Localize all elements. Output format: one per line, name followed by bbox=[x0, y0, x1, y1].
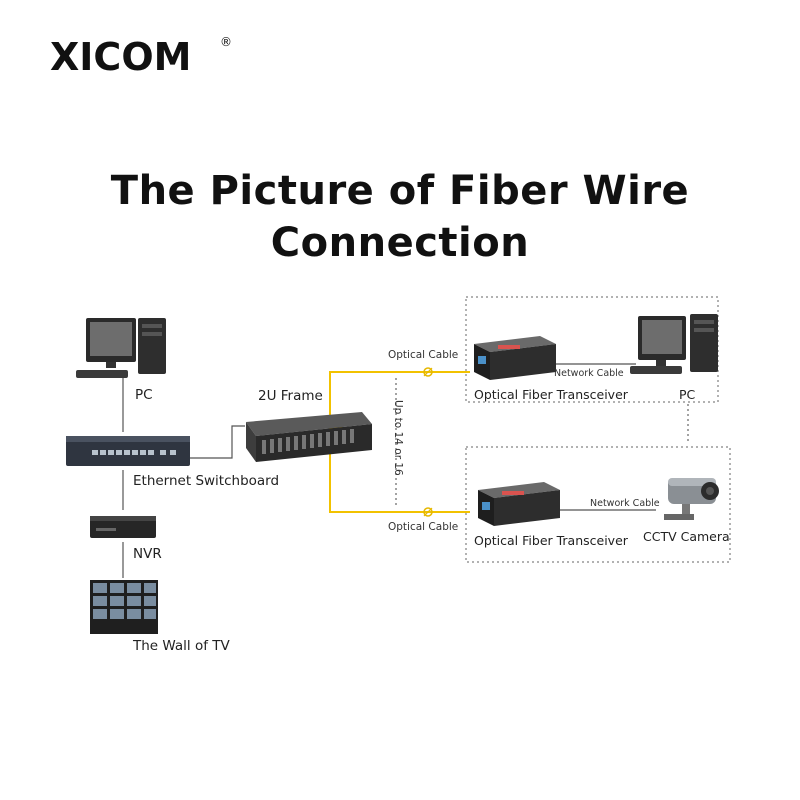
bottom-group-box bbox=[465, 446, 731, 563]
page-title-line1: The Picture of Fiber Wire bbox=[110, 168, 690, 214]
page-title-line2: Connection bbox=[270, 220, 530, 266]
transceiver-bottom-label: Optical Fiber Transceiver bbox=[474, 533, 628, 548]
transceiver-top-label: Optical Fiber Transceiver bbox=[474, 387, 628, 402]
network-cable-top-label: Network Cable bbox=[554, 368, 624, 379]
rack-frame-icon bbox=[246, 412, 372, 462]
registered-mark: ® bbox=[220, 35, 232, 49]
transceiver-icon-top bbox=[474, 336, 556, 380]
network-switch-icon bbox=[66, 436, 190, 466]
optical-connector-top-icon bbox=[423, 367, 433, 377]
network-cable-bottom-label: Network Cable bbox=[590, 498, 660, 509]
cctv-camera-icon bbox=[664, 478, 719, 520]
tv-wall-icon bbox=[90, 580, 158, 634]
switch-to-frame-line bbox=[190, 425, 245, 459]
frame-label: 2U Frame bbox=[258, 388, 323, 404]
cctv-label: CCTV Camera bbox=[643, 529, 730, 544]
top-group-box bbox=[465, 296, 719, 403]
optical-cable-bottom-label: Optical Cable bbox=[388, 521, 459, 533]
upto-label: Up to 14 or 16 bbox=[392, 400, 404, 476]
nvr-icon bbox=[90, 516, 156, 538]
pc-right-label: PC bbox=[679, 387, 696, 402]
tv-wall-label: The Wall of TV bbox=[133, 638, 230, 654]
transceiver-icon-bottom bbox=[478, 482, 560, 526]
pc-left-label: PC bbox=[135, 387, 153, 403]
brand-logo: XICOM ® bbox=[48, 30, 238, 82]
computer-icon-left bbox=[76, 318, 166, 378]
optical-cable-top-label: Optical Cable bbox=[388, 349, 459, 361]
ethernet-switch-label: Ethernet Switchboard bbox=[133, 473, 280, 489]
nvr-label: NVR bbox=[133, 546, 162, 562]
optical-connector-bottom-icon bbox=[423, 507, 433, 517]
logo-wordmark: XICOM bbox=[50, 35, 191, 79]
computer-icon-right bbox=[630, 314, 718, 374]
